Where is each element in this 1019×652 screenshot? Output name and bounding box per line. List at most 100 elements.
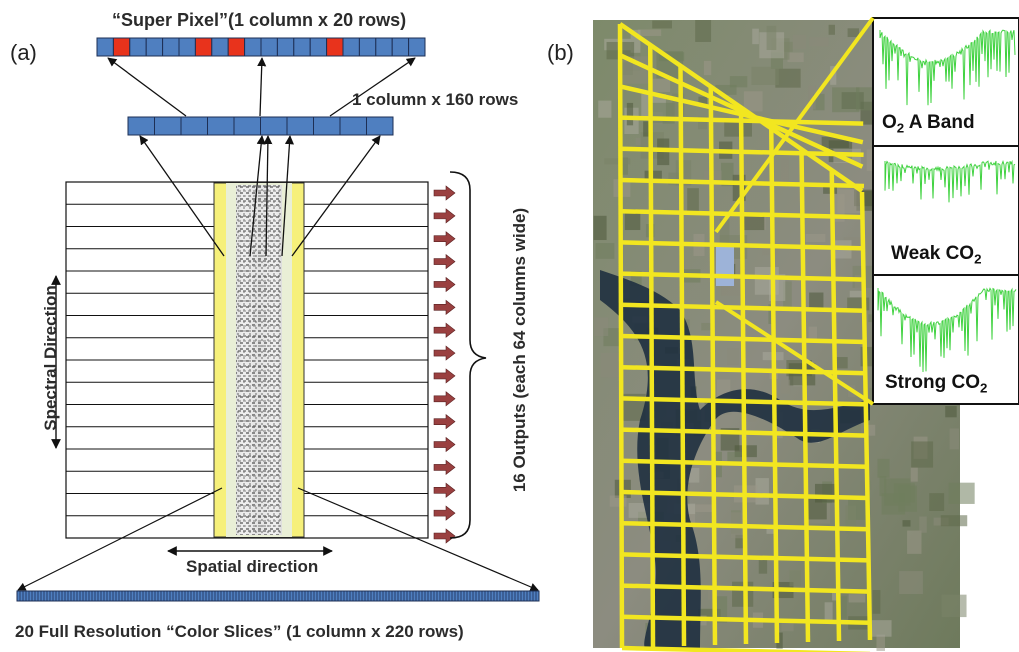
column-cell	[154, 116, 182, 136]
super-pixel-cell	[326, 37, 344, 57]
terrain-patch	[941, 594, 967, 618]
right-arrow-icon	[433, 436, 456, 453]
zoom-line-top	[714, 16, 875, 234]
grid-horizontal-line	[621, 645, 871, 652]
terrain-patch	[618, 157, 628, 175]
grid-vertical-line	[648, 44, 656, 648]
weak-co2-label: Weak CO2	[891, 243, 982, 267]
grid-horizontal-line	[620, 115, 864, 126]
spectra-insets	[872, 17, 1019, 405]
terrain-patch	[672, 93, 685, 122]
grid-horizontal-line	[620, 208, 865, 220]
terrain-patch	[847, 28, 859, 38]
super-pixel-cell	[178, 37, 196, 57]
o2-a-band-label: O2 A Band	[882, 112, 975, 136]
terrain-patch	[695, 504, 716, 513]
terrain-patch	[940, 515, 968, 527]
terrain-patch	[836, 596, 847, 619]
terrain-patch	[766, 25, 777, 51]
super-pixel-cell	[227, 37, 246, 57]
terrain-patch	[911, 441, 934, 468]
right-arrow-icon	[433, 505, 456, 521]
terrain-patch	[735, 534, 746, 549]
terrain-patch	[715, 84, 737, 95]
spectrum-line	[879, 29, 1016, 106]
terrain-patch	[832, 87, 860, 113]
super-pixel-cell	[194, 37, 213, 57]
terrain-patch	[876, 634, 885, 651]
terrain-patch	[729, 76, 748, 88]
spectrum-line	[877, 287, 1017, 373]
grid-horizontal-line	[619, 53, 864, 169]
grid-vertical-line	[678, 65, 687, 647]
grid-horizontal-line	[621, 614, 870, 626]
super-pixel-cell	[276, 37, 295, 57]
terrain-patch	[751, 66, 779, 85]
super-pixel-cell	[375, 37, 393, 57]
super-pixel-cell	[162, 37, 180, 57]
zoom-line-bottom	[714, 300, 875, 406]
grid-horizontal-line	[621, 427, 868, 438]
grid-horizontal-line	[620, 302, 866, 314]
terrain-patch	[630, 29, 641, 53]
panel-a-letter: (a)	[10, 40, 37, 65]
terrain-patch	[848, 594, 866, 603]
terrain-patch	[781, 622, 794, 632]
spectrum-line	[884, 159, 1016, 203]
super-pixel-cell	[309, 37, 328, 57]
right-arrow-icon	[433, 208, 456, 224]
terrain-patch	[872, 590, 881, 614]
terrain-patch	[658, 52, 685, 62]
grid-horizontal-line	[620, 177, 865, 189]
terrain-patch	[729, 112, 744, 124]
terrain-patch	[758, 556, 768, 574]
terrain-patch	[919, 516, 927, 533]
terrain-patch	[703, 60, 712, 76]
right-arrow-icon	[433, 391, 456, 407]
terrain-patch	[821, 136, 849, 148]
terrain-patch	[683, 504, 696, 524]
terrain-patch	[860, 101, 873, 125]
slice-arrows	[17, 487, 539, 591]
terrain-patch	[910, 467, 918, 482]
super-pixel-cell	[293, 37, 311, 57]
terrain-patch	[824, 602, 833, 623]
terrain-patch	[849, 290, 862, 298]
grid-horizontal-line	[620, 333, 867, 345]
terrain-patch	[792, 34, 806, 49]
terrain-patch	[789, 570, 801, 587]
right-arrow-icon	[433, 322, 456, 338]
super-pixel-cell	[342, 37, 360, 57]
terrain-patch	[766, 526, 777, 534]
column-cell	[366, 116, 394, 136]
output-arrows	[433, 185, 456, 544]
terrain-patch	[805, 233, 826, 242]
column-160-row	[127, 116, 394, 136]
spectral-direction-label: Spectral Direction	[41, 285, 60, 431]
terrain-patch	[701, 322, 714, 331]
terrain-patch	[698, 609, 721, 618]
right-arrow-icon	[433, 482, 456, 498]
super-pixel-cell	[260, 37, 278, 57]
terrain-patch	[775, 68, 801, 88]
grid-horizontal-line	[620, 271, 866, 282]
terrain-patch	[949, 428, 959, 450]
color-slices-bar	[16, 590, 540, 602]
terrain-patch	[877, 458, 890, 478]
terrain-patch	[719, 218, 730, 246]
terrain-patch	[776, 632, 783, 649]
right-arrow-icon	[433, 185, 456, 201]
strong-co2-label: Strong CO2	[885, 372, 988, 396]
column-cell	[339, 116, 367, 136]
terrain-patch	[598, 100, 612, 118]
right-arrow-icon	[433, 414, 456, 430]
column-cell	[260, 116, 288, 136]
terrain-patch	[781, 379, 791, 394]
grid-horizontal-line	[619, 84, 864, 145]
terrain-patch	[809, 37, 829, 47]
color-slices-label: 20 Full Resolution “Color Slices” (1 col…	[15, 622, 464, 641]
terrain-patch	[814, 483, 836, 503]
grid-horizontal-line	[620, 146, 864, 158]
terrain-patch	[899, 571, 923, 594]
super-pixel-cell	[145, 37, 164, 57]
